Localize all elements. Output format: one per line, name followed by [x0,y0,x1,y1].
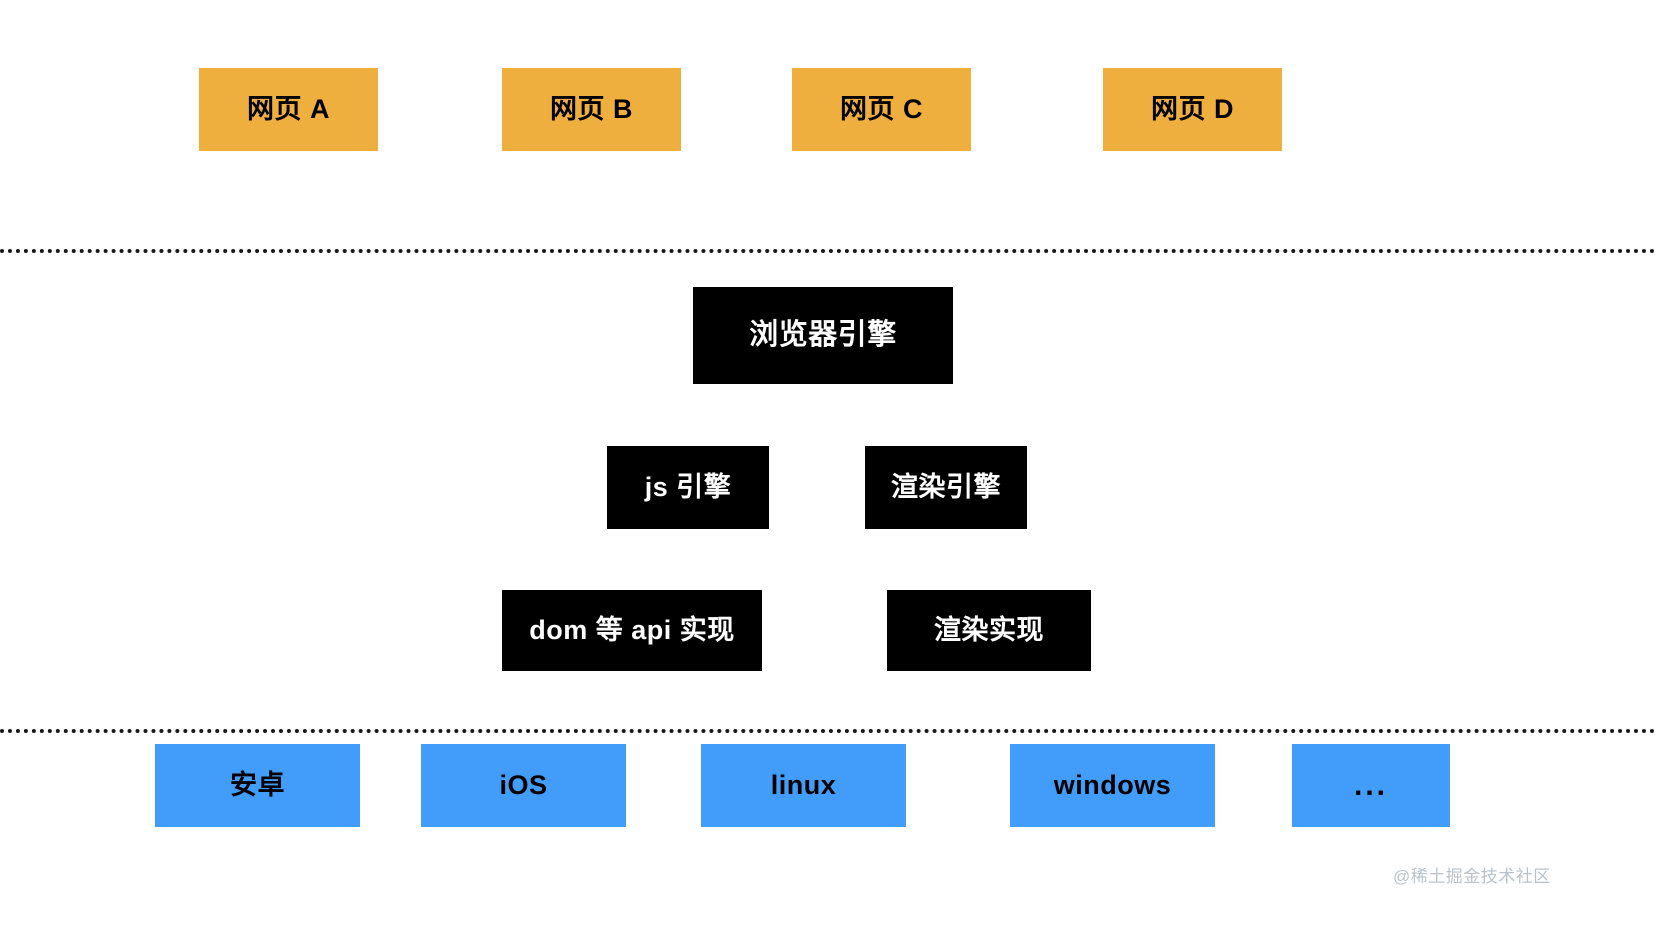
divider-pages-engine [0,249,1656,253]
node-label: iOS [499,769,548,800]
node-render-engine: 渲染引擎 [865,446,1027,529]
node-web-page-a: 网页 A [199,68,378,151]
node-label: js 引擎 [644,471,732,502]
node-label: 网页 A [247,93,330,124]
node-label: 渲染引擎 [891,471,1001,502]
node-label: dom 等 api 实现 [529,614,735,645]
node-label: windows [1053,769,1172,800]
node-os-more: ... [1292,744,1450,827]
node-os-android: 安卓 [155,744,360,827]
node-label: linux [770,769,837,800]
node-render-impl: 渲染实现 [887,590,1091,671]
node-label: 网页 B [550,93,633,124]
node-dom-api-impl: dom 等 api 实现 [502,590,762,671]
node-web-page-d: 网页 D [1103,68,1282,151]
watermark: @稀土掘金技术社区 [1393,867,1551,886]
divider-engine-os [0,729,1656,733]
node-label: 网页 D [1151,93,1234,124]
node-label: 浏览器引擎 [749,318,897,351]
node-js-engine: js 引擎 [607,446,769,529]
node-label: 网页 C [840,93,923,124]
node-os-linux: linux [701,744,906,827]
node-web-page-c: 网页 C [792,68,971,151]
node-web-page-b: 网页 B [502,68,681,151]
node-os-ios: iOS [421,744,626,827]
node-label: ... [1353,769,1388,802]
node-label: 安卓 [230,769,285,800]
node-os-windows: windows [1010,744,1215,827]
node-label: 渲染实现 [934,614,1044,645]
node-browser-engine: 浏览器引擎 [693,287,953,384]
